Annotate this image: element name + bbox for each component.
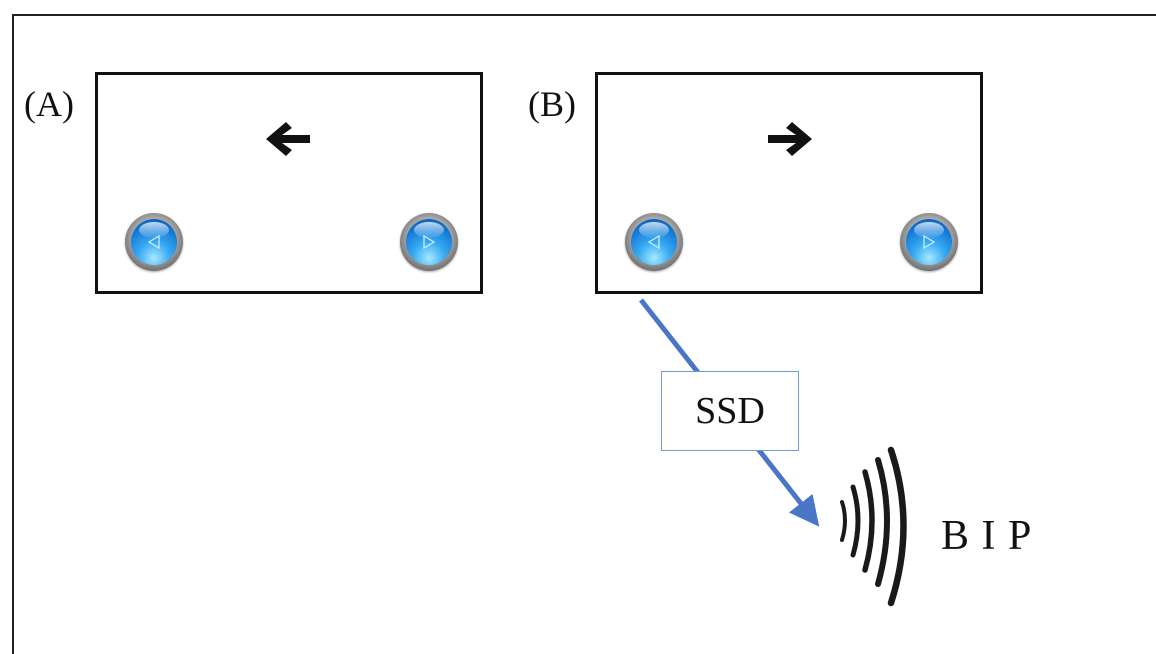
left-button-icon[interactable] — [125, 213, 183, 271]
left-button-icon[interactable] — [625, 213, 683, 271]
right-button-icon[interactable] — [400, 213, 458, 271]
right-button-icon[interactable] — [900, 213, 958, 271]
sound-wave-icon — [840, 446, 907, 607]
ssd-label-box: SSD — [661, 371, 799, 451]
bip-sound-label: B I P — [941, 513, 1033, 559]
panel-b — [595, 72, 983, 294]
panel-a-label: (A) — [24, 84, 74, 124]
figure-frame — [12, 14, 1156, 654]
panel-a — [95, 72, 483, 294]
panel-b-label: (B) — [528, 84, 576, 124]
arrow-left-icon — [266, 122, 310, 156]
arrow-right-icon — [768, 122, 812, 156]
